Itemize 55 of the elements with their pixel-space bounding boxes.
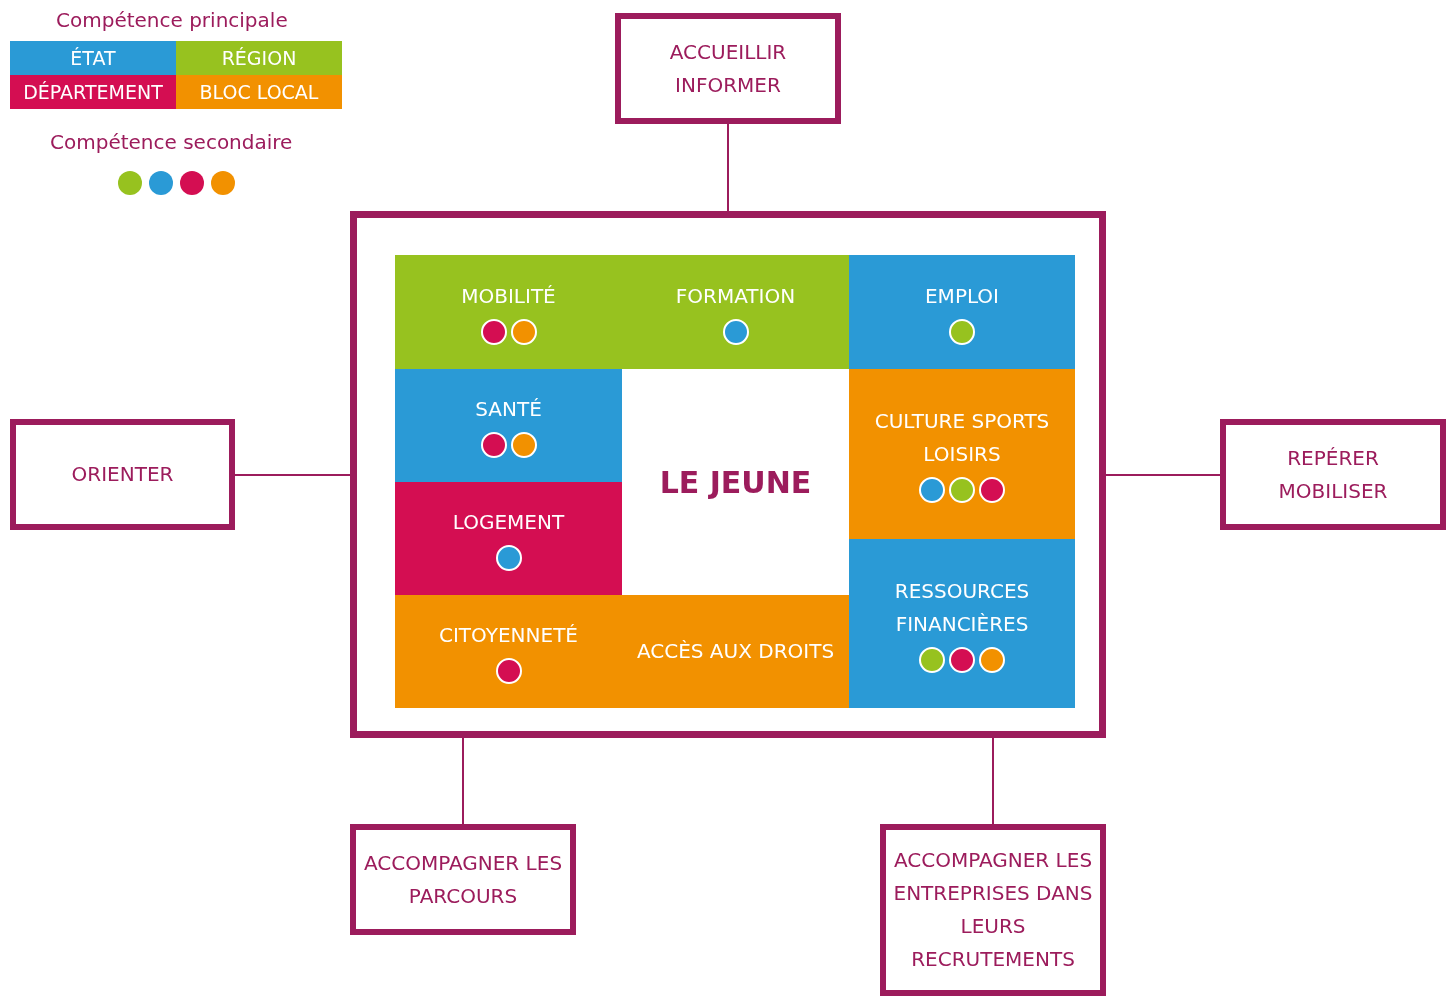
topic-tile (395, 369, 622, 482)
topic-label: RESSOURCES FINANCIÈRES (893, 577, 1031, 638)
competence-dot (495, 545, 522, 571)
topic-label: LE JEUNE (659, 465, 812, 499)
action-box (10, 419, 235, 530)
competence-dot (919, 477, 945, 503)
topic-tile (395, 595, 622, 708)
topic-label: ACCÈS AUX DROITS (636, 638, 835, 665)
topic-tile (622, 255, 849, 369)
action-label: ACCOMPAGNER LES PARCOURS (362, 849, 564, 910)
connector-line (727, 123, 729, 212)
topic-label: LOGEMENT (452, 509, 565, 536)
topic-tile (395, 255, 622, 369)
topic-tile (622, 595, 849, 708)
competence-dot (480, 432, 507, 458)
topic-tile (395, 482, 622, 595)
action-box (350, 824, 576, 935)
legend-heading: Compétence secondaire (50, 130, 293, 154)
action-label: ORIENTER (71, 461, 174, 488)
action-label: REPÉRER MOBILISER (1277, 444, 1389, 505)
connector-line (992, 737, 994, 825)
connector-line (462, 737, 464, 825)
action-box (1220, 419, 1446, 530)
legend-swatch: BLOC LOCAL (176, 75, 342, 109)
topic-label: CULTURE SPORTS LOISIRS (873, 408, 1051, 468)
competence-dot (979, 646, 1005, 673)
topic-tile (849, 369, 1075, 539)
topic-label: EMPLOI (925, 282, 999, 310)
topic-label: MOBILITÉ (461, 282, 556, 310)
competence-dot (495, 658, 522, 684)
competence-dot (480, 318, 507, 345)
legend-swatch: DÉPARTEMENT (10, 75, 176, 109)
competence-dot (510, 432, 537, 458)
legend-heading: Compétence principale (56, 8, 288, 32)
competence-dot (949, 318, 975, 345)
topic-label: SANTÉ (475, 396, 542, 423)
competence-dot (510, 318, 537, 345)
box-frame (350, 211, 1106, 738)
competence-dot (979, 477, 1005, 503)
action-label: ACCOMPAGNER LES ENTREPRISES DANS LEURS RECRUTEMENTS (892, 847, 1094, 973)
competence-dot (722, 318, 749, 345)
action-label: ACCUEILLIR INFORMER (668, 38, 788, 99)
connector-line (234, 474, 351, 476)
action-box (615, 13, 841, 124)
legend-swatch: ÉTAT (10, 41, 176, 75)
topic-label: FORMATION (675, 282, 796, 310)
competence-dot (949, 646, 975, 673)
connector-line (1105, 474, 1221, 476)
competence-dot (949, 477, 975, 503)
action-box (880, 824, 1106, 996)
competence-dot (919, 646, 945, 673)
topic-tile (849, 255, 1075, 369)
topic-label: CITOYENNETÉ (439, 622, 578, 649)
legend-swatch: RÉGION (176, 41, 342, 75)
topic-tile (849, 539, 1075, 708)
